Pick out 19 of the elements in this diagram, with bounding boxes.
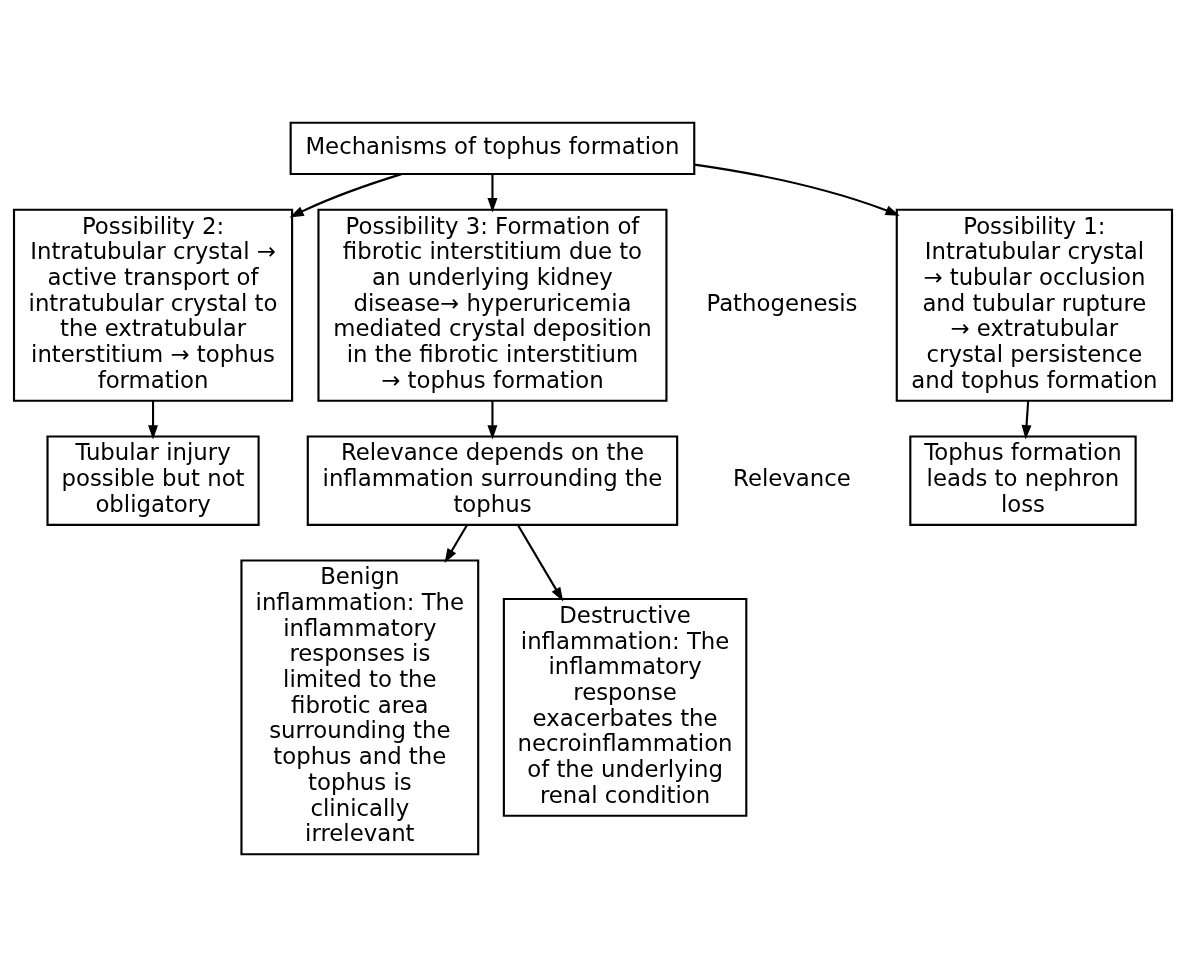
arrow — [148, 400, 159, 439]
arrow — [444, 524, 468, 563]
arrow — [487, 174, 498, 212]
node-box: Possibility 2: Intratubular crystal → active transport of intratubular crystal to the extratubular interstitium → tophus formation — [12, 208, 294, 402]
node-box: Mechanisms of tophus formation — [289, 121, 696, 175]
node-box: Destructive inflammation: The inflammatory response exacerbates the necroinflammation of the underlying renal condition — [502, 597, 748, 817]
node-box: Tubular injury possible but not obligatory — [46, 434, 260, 526]
node-box: Tophus formation leads to nephron loss — [909, 434, 1137, 526]
node-box: Possibility 3: Formation of fibrotic interstitium due to an underlying kidney disease→ hyperuricemia mediated crystal deposition in the fibrotic interstitium → tophus formation — [317, 208, 668, 402]
arrow — [289, 172, 402, 217]
node-box: Possibility 1: Intratubular crystal → tubular occlusion and tubular rupture → extratubular crystal persistence and tophus formation — [895, 208, 1174, 402]
arrow — [694, 163, 900, 216]
label: Relevance — [733, 464, 851, 491]
node-box: Relevance depends on the inflammation surrounding the tophus — [306, 434, 679, 526]
label: Pathogenesis — [706, 289, 858, 316]
arrow — [1021, 400, 1032, 439]
arrow — [487, 400, 498, 439]
arrow — [517, 524, 564, 602]
node-box: Benign inflammation: The inflammatory responses is limited to the fibrotic area surrounding the tophus and the tophus is clinically irrelevant — [240, 558, 480, 855]
